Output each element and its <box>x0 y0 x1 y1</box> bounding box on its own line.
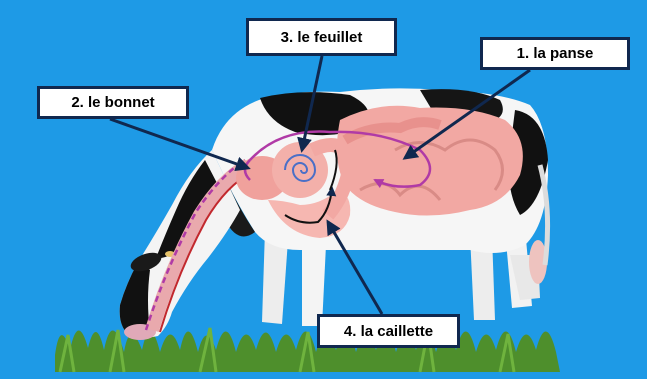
label-bonnet-text: 2. le bonnet <box>71 94 154 111</box>
label-caillette: 4. la caillette <box>317 314 460 348</box>
label-caillette-text: 4. la caillette <box>344 323 433 340</box>
label-bonnet: 2. le bonnet <box>37 86 189 119</box>
label-feuillet: 3. le feuillet <box>246 18 397 56</box>
label-panse-text: 1. la panse <box>517 45 594 62</box>
label-feuillet-text: 3. le feuillet <box>281 29 363 46</box>
label-panse: 1. la panse <box>480 37 630 70</box>
